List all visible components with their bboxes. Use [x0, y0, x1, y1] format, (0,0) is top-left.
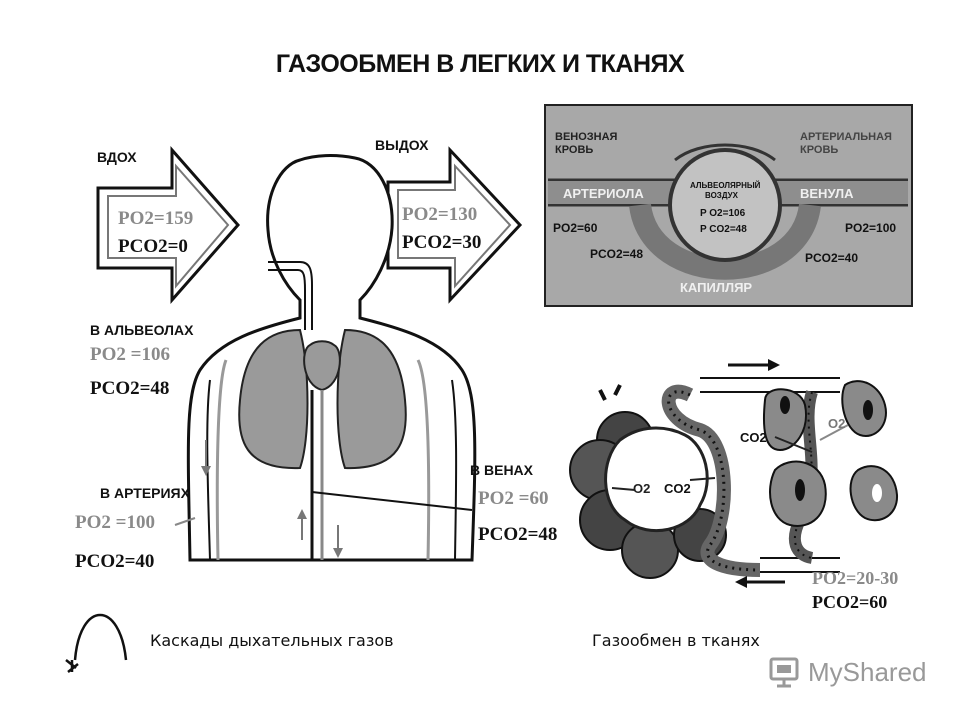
- exhale-label: ВЫДОХ: [375, 137, 429, 153]
- presentation-icon: [769, 657, 799, 688]
- exhale-arrow: [386, 146, 523, 304]
- inset-alveolar-po2: P O2=106: [700, 208, 746, 219]
- capillary-loop: [629, 202, 821, 280]
- inset-arterial-blood-line2: КРОВЬ: [800, 144, 838, 156]
- alveoli-label: В АЛЬВЕОЛАХ: [90, 322, 194, 338]
- inhale-pco2: PCO2=0: [118, 236, 188, 257]
- inset-right-pco2: PCO2=40: [805, 251, 858, 265]
- cascade-icon: [65, 614, 128, 673]
- tissue-co2-left: CO2: [664, 481, 691, 496]
- air-sac: [604, 426, 709, 533]
- tissue-caption: Газообмен в тканях: [592, 631, 760, 650]
- inset-alveolar-air-line2: ВОЗДУХ: [705, 191, 739, 200]
- inset-left-po2: PO2=60: [553, 221, 598, 235]
- airway: [268, 261, 313, 330]
- human-body: [174, 154, 477, 562]
- alveolus: [668, 148, 782, 262]
- veins-pco2: PCO2=48: [478, 524, 558, 545]
- tissue-exchange-diagram: [569, 359, 899, 588]
- inhale-arrow: [96, 146, 240, 304]
- right-lung: [336, 328, 407, 470]
- watermark: MyShared: [768, 655, 927, 689]
- inhale-label: ВДОХ: [97, 149, 137, 165]
- left-lung: [238, 328, 309, 470]
- tissue-o2-left: O2: [633, 481, 650, 496]
- arteries-po2: PO2 =100: [75, 512, 155, 533]
- exhale-po2: PO2=130: [402, 204, 478, 225]
- inset-venous-blood-line1: ВЕНОЗНАЯ: [555, 131, 618, 143]
- tissue-o2-right: O2: [828, 416, 845, 431]
- inhale-po2: PO2=159: [118, 208, 194, 229]
- exhale-pco2: PCO2=30: [402, 232, 482, 253]
- inset-right-po2: PO2=100: [845, 221, 896, 235]
- arteries-label: В АРТЕРИЯХ: [100, 485, 190, 501]
- alveoli-pco2: PCO2=48: [90, 378, 170, 399]
- inset-capillary: КАПИЛЛЯР: [680, 280, 752, 295]
- inset-venule: ВЕНУЛА: [800, 186, 854, 201]
- tissue-pco2: PCO2=60: [812, 592, 888, 612]
- tissue-po2: PO2=20-30: [812, 568, 899, 588]
- tissue-labels: O2 CO2 CO2 O2: [633, 416, 845, 496]
- inset-labels: ВЕНОЗНАЯ КРОВЬ АРТЕРИАЛЬНАЯ КРОВЬ АРТЕРИ…: [553, 131, 896, 295]
- page-title: ГАЗООБМЕН В ЛЕГКИХ И ТКАНЯХ: [275, 50, 685, 78]
- watermark-text: MyShared: [808, 656, 927, 687]
- veins-label: В ВЕНАХ: [470, 462, 534, 478]
- arteries-pco2: PCO2=40: [75, 551, 155, 572]
- heart: [303, 340, 341, 392]
- inset-alveolar-air-line1: АЛЬВЕОЛЯРНЫЙ: [690, 181, 761, 190]
- inset-arteriole: АРТЕРИОЛА: [563, 186, 644, 201]
- inset-arterial-blood-line1: АРТЕРИАЛЬНАЯ: [800, 131, 892, 143]
- alveolus-capillary-inset: [544, 104, 913, 307]
- tissue-co2-right: CO2: [740, 430, 767, 445]
- inset-left-pco2: PCO2=48: [590, 247, 643, 261]
- inset-venous-blood-line2: КРОВЬ: [555, 144, 593, 156]
- inset-alveolar-pco2: P CO2=48: [700, 224, 747, 235]
- cascade-caption: Каскады дыхательных газов: [150, 631, 394, 650]
- veins-po2: PO2 =60: [478, 488, 549, 509]
- alveoli-po2: PO2 =106: [90, 344, 170, 365]
